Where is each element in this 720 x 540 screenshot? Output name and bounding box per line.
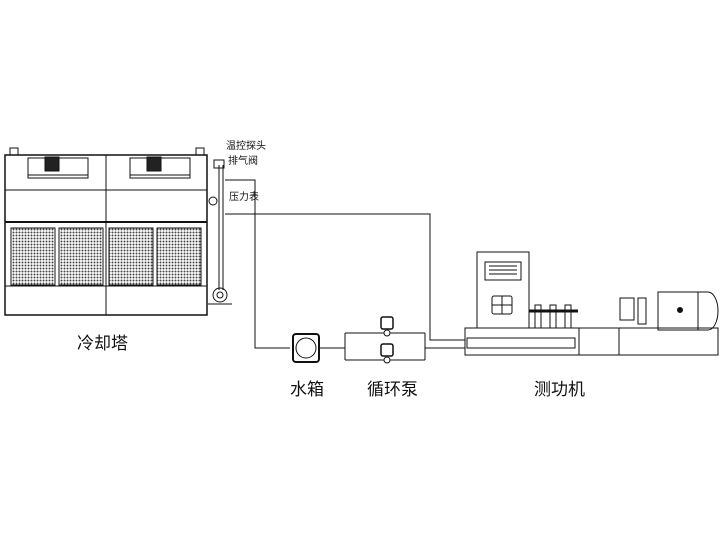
dynamometer (464, 251, 719, 356)
label-dynamometer: 测功机 (534, 380, 585, 400)
label-temp-probe: 温控探头 (226, 141, 266, 152)
cooling-tower (4, 147, 232, 316)
label-cooling-tower: 冷却塔 (77, 334, 128, 354)
label-circulation-pump: 循环泵 (367, 380, 418, 400)
label-water-tank: 水箱 (290, 380, 324, 400)
pipes (225, 179, 465, 361)
label-pressure-gauge: 压力表 (229, 192, 259, 203)
circulation-pumps (380, 316, 394, 364)
water-tank (292, 333, 320, 363)
label-exhaust-valve: 排气阀 (228, 156, 258, 167)
